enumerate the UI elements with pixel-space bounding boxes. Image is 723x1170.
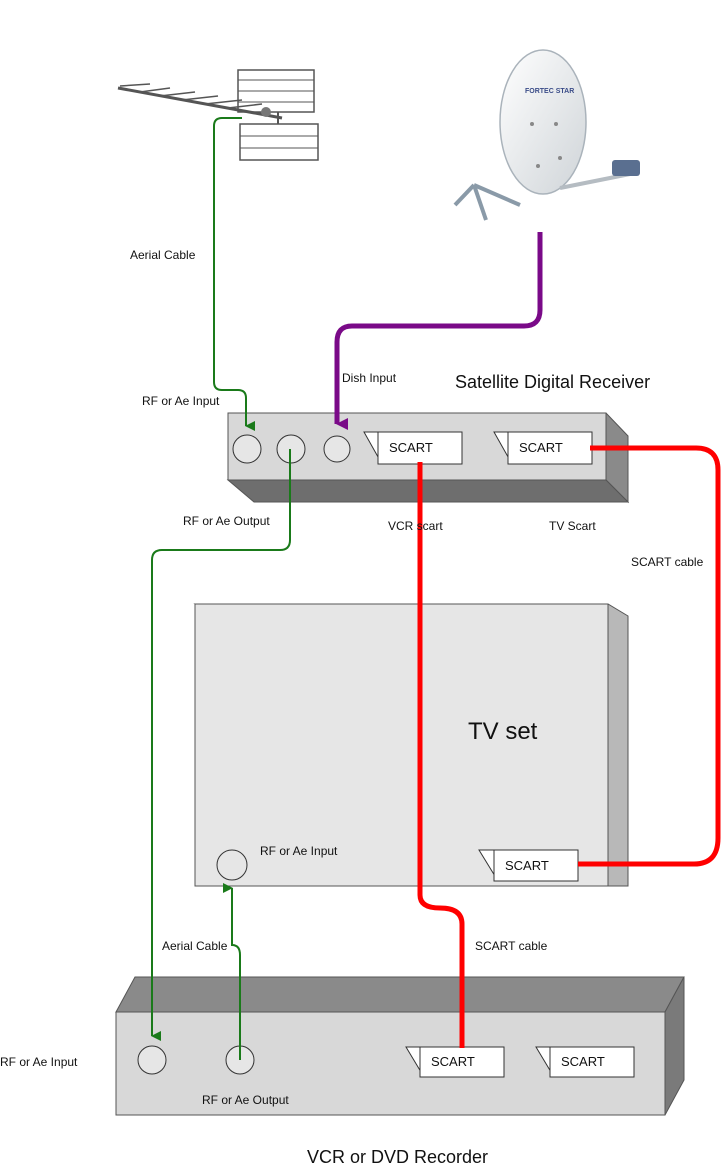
vcr-scart-port-label: VCR scart — [388, 519, 443, 533]
vcr-scart-2-label: SCART — [561, 1054, 605, 1069]
tv-scart-label: SCART — [505, 858, 549, 873]
tv-rf-input-label: RF or Ae Input — [260, 844, 338, 858]
aerial-cable-receiver-to-vcr — [151, 449, 291, 1041]
vcr-title: VCR or DVD Recorder — [307, 1147, 488, 1167]
receiver-scart-tv-port[interactable] — [493, 431, 593, 465]
scart-cable-middle-label: SCART cable — [475, 939, 548, 953]
aerial-cable-top-label: Aerial Cable — [130, 248, 196, 262]
aerial-cable-vcr-to-tv — [223, 883, 241, 1060]
vcr-rf-input-port[interactable] — [137, 1045, 167, 1075]
vcr-rf-output-label: RF or Ae Output — [202, 1093, 289, 1107]
tv-scart-port[interactable] — [478, 849, 579, 882]
aerial-cable-top — [213, 117, 255, 431]
dish-cable — [334, 232, 543, 430]
receiver-dish-input-port[interactable] — [323, 435, 351, 463]
tv-title: TV set — [468, 718, 538, 745]
scart-cable-right-label: SCART cable — [631, 555, 704, 569]
dish-brand-label: FORTEC STAR — [525, 88, 574, 95]
vcr-scart-port-1[interactable] — [405, 1046, 505, 1078]
receiver-rf-input-port[interactable] — [232, 434, 262, 464]
receiver-scart-vcr-label: SCART — [389, 440, 433, 455]
tv-scart-port-label: TV Scart — [549, 519, 596, 533]
vcr-rf-input-label: RF or Ae Input — [0, 1055, 78, 1069]
satellite-dish-icon — [453, 49, 640, 221]
receiver-scart-vcr-port[interactable] — [363, 431, 463, 465]
aerial-cable-bottom-label: Aerial Cable — [162, 939, 228, 953]
receiver-rf-output-label: RF or Ae Output — [183, 514, 270, 528]
receiver-rf-input-label: RF or Ae Input — [142, 394, 220, 408]
scart-cable-receiver-to-tv — [578, 445, 721, 867]
tv-rf-input-port[interactable] — [216, 849, 248, 881]
dish-input-label: Dish Input — [342, 371, 397, 385]
scart-cable-receiver-to-vcr — [417, 462, 465, 1048]
vcr-scart-1-label: SCART — [431, 1054, 475, 1069]
receiver-title: Satellite Digital Receiver — [455, 372, 650, 392]
aerial-antenna-icon — [117, 69, 319, 161]
receiver-scart-tv-label: SCART — [519, 440, 563, 455]
vcr-scart-port-2[interactable] — [535, 1046, 635, 1078]
tv-set-box — [193, 603, 629, 887]
